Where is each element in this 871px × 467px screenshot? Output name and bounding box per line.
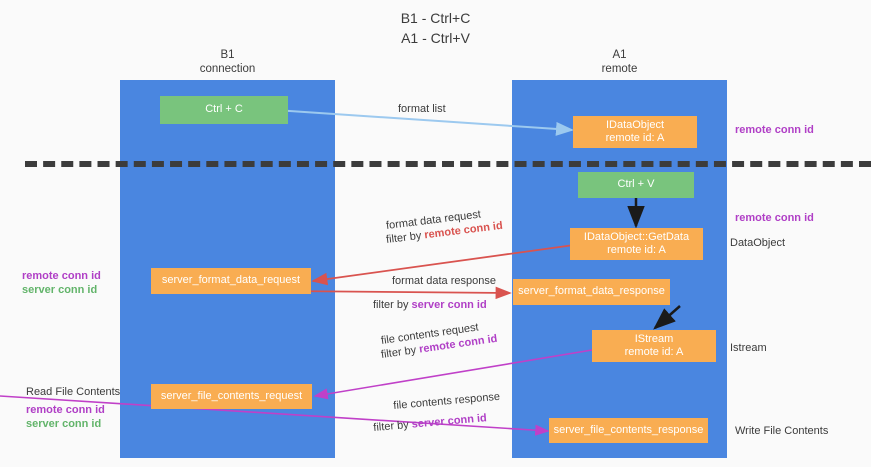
- title-line-1: B1 - Ctrl+C: [400, 10, 471, 26]
- node-istream-sub: remote id: A: [624, 346, 684, 358]
- node-idataobject-sub: remote id: A: [605, 132, 665, 144]
- filter-prefix-2: filter by: [373, 299, 412, 311]
- title-line-2: A1 - Ctrl+V: [401, 30, 470, 46]
- node-ctrl-v-label: Ctrl + V: [617, 178, 655, 191]
- column-header-a1: A1 remote: [512, 48, 727, 76]
- filter-prefix-1: filter by: [385, 229, 426, 247]
- node-server-file-contents-response[interactable]: server_file_contents_response: [549, 418, 708, 443]
- node-server-format-data-request-label: server_format_data_request: [161, 274, 301, 287]
- node-getdata-sub: remote id: A: [607, 244, 666, 256]
- node-server-format-data-request[interactable]: server_format_data_request: [151, 268, 311, 294]
- node-server-file-contents-request-label: server_file_contents_request: [160, 389, 303, 402]
- side-label-istream: Istream: [730, 342, 767, 354]
- node-ctrl-c[interactable]: Ctrl + C: [160, 96, 288, 124]
- phase-divider: [25, 161, 871, 167]
- column-header-a1-name: A1: [612, 49, 627, 61]
- side-label-left-remote-conn-id-2: remote conn id: [26, 404, 105, 416]
- page-title: B1 - Ctrl+C A1 - Ctrl+V: [0, 8, 871, 48]
- node-idataobject[interactable]: IDataObject remote id: A: [573, 116, 697, 148]
- filter-key-server-conn-id-2: server conn id: [411, 412, 488, 431]
- filter-key-server-conn-id-1: server conn id: [411, 299, 487, 311]
- node-idataobject-title: IDataObject: [605, 118, 665, 131]
- column-header-b1-role: connection: [199, 63, 256, 75]
- node-server-file-contents-response-label: server_file_contents_response: [553, 423, 704, 436]
- edge-label-format-data-response: format data response: [392, 275, 496, 287]
- column-header-b1-name: B1: [220, 49, 235, 61]
- filter-prefix-4: filter by: [372, 418, 413, 435]
- node-getdata-title: IDataObject::GetData: [583, 230, 690, 243]
- node-istream[interactable]: IStream remote id: A: [592, 330, 716, 362]
- edge-label-file-contents-response-filter: filter by server conn id: [373, 411, 488, 435]
- side-label-remote-conn-id-mid: remote conn id: [735, 212, 814, 224]
- side-label-read-file-contents: Read File Contents: [26, 386, 121, 398]
- filter-prefix-3: filter by: [380, 343, 421, 362]
- side-label-left-remote-conn-id-1: remote conn id: [22, 270, 101, 282]
- node-server-file-contents-request[interactable]: server_file_contents_request: [151, 384, 312, 409]
- edge-label-format-list: format list: [398, 103, 446, 115]
- node-server-format-data-response-label: server_format_data_response: [518, 285, 665, 298]
- node-getdata[interactable]: IDataObject::GetData remote id: A: [570, 228, 703, 260]
- node-istream-title: IStream: [634, 332, 674, 345]
- edge-label-file-contents-response: file contents response: [392, 390, 501, 413]
- node-server-format-data-response[interactable]: server_format_data_response: [513, 279, 670, 305]
- edge-label-format-data-response-filter: filter by server conn id: [373, 298, 487, 312]
- column-header-b1: B1 connection: [120, 48, 335, 76]
- side-label-left-server-conn-id-2: server conn id: [26, 418, 102, 430]
- side-label-remote-conn-id-top: remote conn id: [735, 124, 814, 136]
- node-ctrl-v[interactable]: Ctrl + V: [578, 172, 694, 198]
- side-label-left-server-conn-id-1: server conn id: [22, 284, 98, 296]
- side-label-write-file-contents: Write File Contents: [735, 425, 829, 437]
- column-header-a1-role: remote: [601, 63, 638, 75]
- side-label-dataobject: DataObject: [730, 237, 786, 249]
- node-ctrl-c-label: Ctrl + C: [205, 103, 243, 116]
